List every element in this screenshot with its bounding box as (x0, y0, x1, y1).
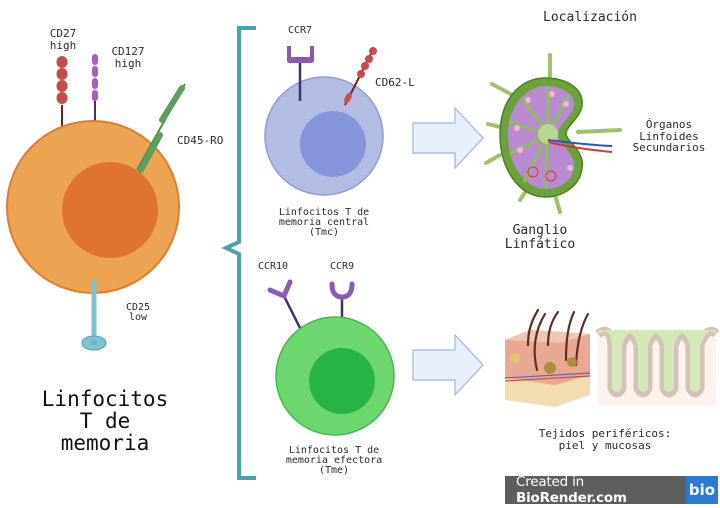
cd45ro-label: CD45-RO (177, 134, 224, 147)
ccr10-stem (282, 295, 303, 331)
arrow-to-peripheral-tissue-icon (412, 333, 484, 397)
cd62l-label: CD62-L (375, 76, 415, 89)
arrow-to-lymph-node-icon (412, 106, 484, 170)
cd25-receptor-icon (81, 279, 107, 351)
cd27-label: CD27 high (49, 27, 77, 52)
memory-t-cell (6, 54, 186, 351)
effector-memory-t-cell (267, 279, 395, 436)
attribution-text: Created in BioRender.com (505, 474, 686, 506)
cd127-label: CD127 high (111, 45, 145, 70)
lymph-node-illustration-icon (484, 53, 622, 214)
central-memory-t-cell (264, 46, 384, 196)
effector-memory-caption: Linfocitos T de memoria efectora (Tme) (285, 445, 383, 476)
peripheral-tissues-label: Tejidos periféricos: piel y mucosas (538, 427, 672, 452)
cd45ro-receptor-icon (136, 83, 186, 173)
biorender-attribution-badge[interactable]: Created in BioRender.com bio (505, 474, 718, 506)
ccr9-receptor-icon (329, 281, 355, 300)
skin-tissue-illustration-icon (504, 308, 591, 407)
attribution-prefix: Created in (516, 474, 585, 490)
ccr7-label: CCR7 (287, 25, 313, 36)
lymph-node-label: Ganglio Linfático (504, 223, 576, 252)
localization-heading: Localización (543, 10, 637, 25)
ccr7-receptor-icon (287, 46, 314, 101)
brace-divider (221, 26, 256, 480)
cd25-label: CD25 low (125, 302, 151, 323)
ccr10-receptor-icon (267, 279, 293, 299)
biorender-logo-icon: bio (686, 476, 718, 504)
cd62l-receptor-icon (344, 47, 377, 106)
ccr10-label: CCR10 (257, 261, 289, 272)
central-memory-caption: Linfocitos T de memoria central (Tmc) (278, 207, 370, 238)
secondary-lymphoid-organs-label: Órganos Linfoides Secundarios (632, 118, 706, 155)
memory-t-cell-title: Linfocitos T de memoria (41, 387, 169, 456)
attribution-brand: BioRender.com (516, 490, 627, 506)
ccr9-label: CCR9 (329, 261, 355, 272)
mucosa-tissue-illustration-icon (595, 326, 720, 406)
